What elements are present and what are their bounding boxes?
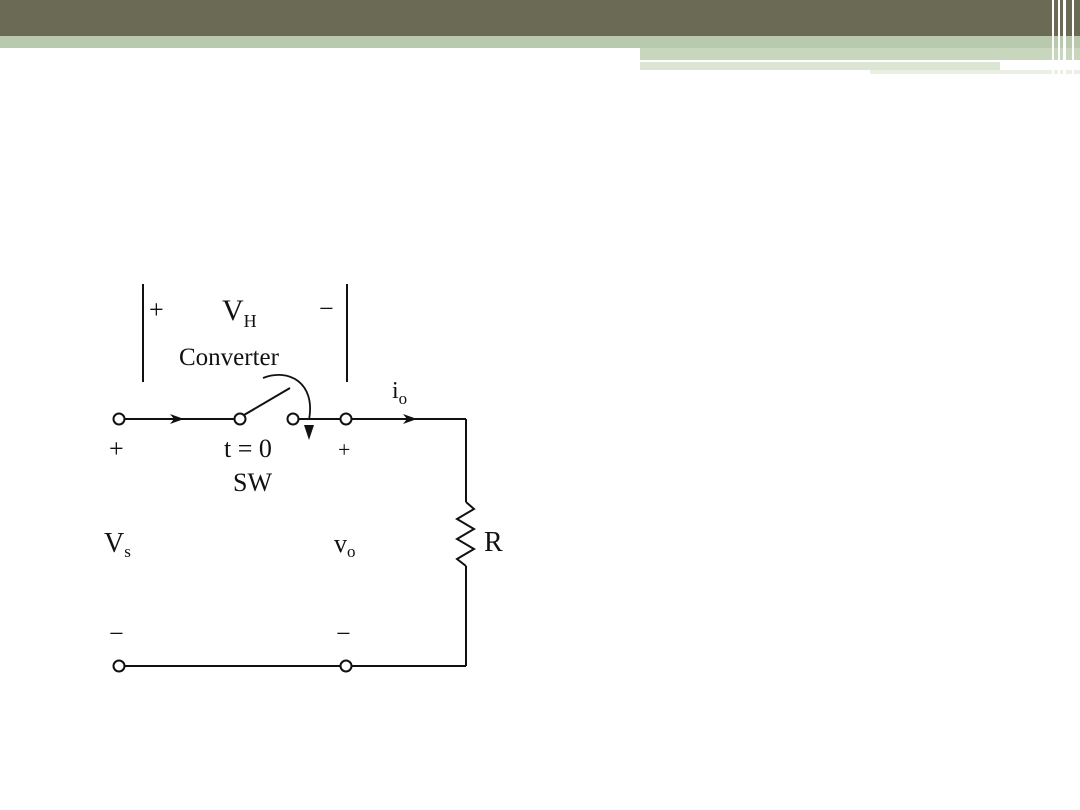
output-minus-sign: − [336, 619, 351, 648]
switch-time-label: t = 0 [224, 434, 272, 463]
accent-stripe-secondary [640, 48, 1080, 60]
output-plus-sign: + [338, 437, 350, 462]
output-current-label: io [392, 378, 407, 408]
source-minus-sign: − [109, 619, 124, 648]
source-voltage-label: Vs [104, 528, 131, 561]
switch-action-arrow [262, 373, 311, 421]
accent-stripe [0, 36, 1080, 48]
source-negative-terminal [112, 659, 126, 673]
source-positive-terminal [112, 412, 126, 426]
converter-voltage-label: VH [222, 294, 257, 331]
switch-contact-terminal [286, 412, 300, 426]
corner-decoration [1040, 0, 1080, 74]
converter-label: Converter [179, 344, 280, 371]
switch-action-arrowhead [304, 425, 314, 440]
source-plus-sign: + [109, 434, 124, 463]
output-negative-terminal [339, 659, 353, 673]
converter-minus-sign: − [319, 294, 334, 323]
switch-blade [243, 387, 291, 416]
resistor-symbol [455, 501, 476, 567]
switch-name-label: SW [233, 468, 272, 497]
resistor-label: R [484, 527, 503, 558]
accent-stripe-tertiary [640, 62, 1000, 70]
title-band [0, 0, 1080, 36]
converter-circuit-diagram: + VH − Converter io + t = 0 SW + Vs vo R… [104, 284, 503, 673]
switch-pivot-terminal [233, 412, 247, 426]
output-voltage-label: vo [334, 529, 356, 561]
accent-stripe-quaternary [870, 70, 1080, 74]
converter-plus-sign: + [149, 295, 164, 324]
output-positive-terminal [339, 412, 353, 426]
